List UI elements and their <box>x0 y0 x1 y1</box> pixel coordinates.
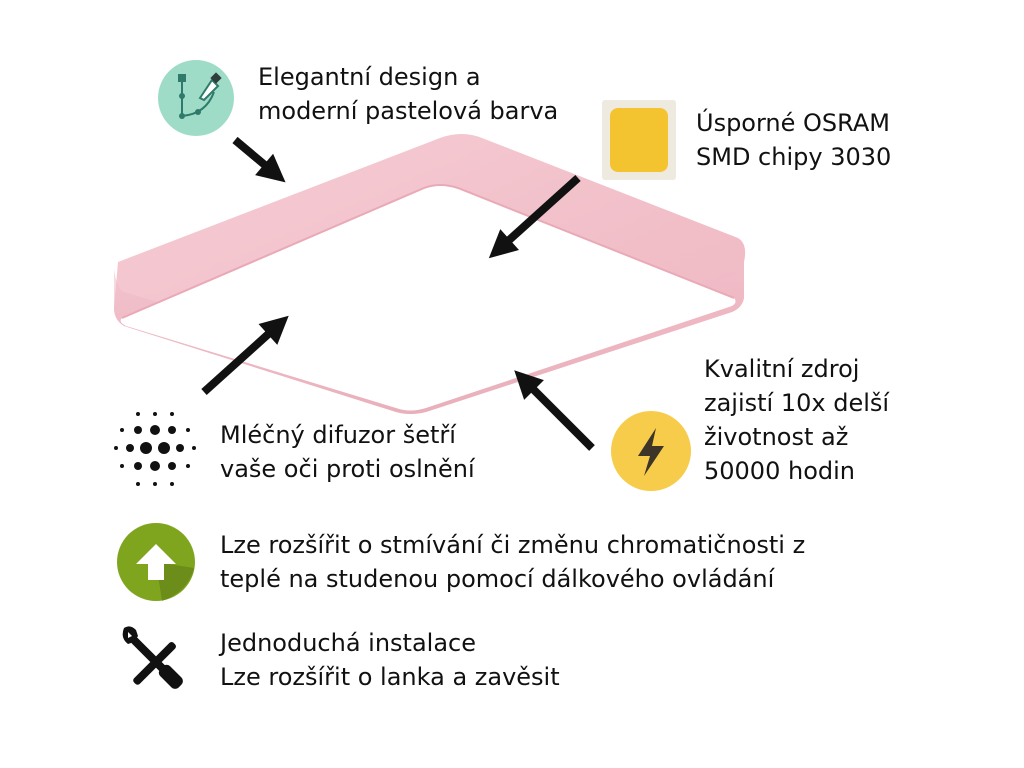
feature-line: SMD chipy 3030 <box>696 143 892 171</box>
feature-line: Úsporné OSRAM <box>696 109 890 137</box>
feature-line: moderní pastelová barva <box>258 97 559 125</box>
lamp-diffuser <box>120 185 736 411</box>
feature-line: Mléčný difuzor šetří <box>220 421 456 449</box>
feature-line: 50000 hodin <box>704 457 855 485</box>
feature-line: životnost až <box>704 423 849 451</box>
design-pen-icon <box>158 60 234 136</box>
dots-pattern-icon <box>114 412 196 486</box>
feature-chips-text: Úsporné OSRAM SMD chipy 3030 <box>696 106 891 174</box>
led-chip-icon <box>602 100 676 180</box>
feature-line: Jednoduchá instalace <box>220 629 476 657</box>
pointer-arrows <box>201 136 595 451</box>
feature-line: Lze rozšířit o lanka a zavěsit <box>220 663 560 691</box>
feature-dimming-text: Lze rozšířit o stmívání či změnu chromat… <box>220 528 805 596</box>
feature-install-text: Jednoduchá instalace Lze rozšířit o lank… <box>220 626 560 694</box>
tools-icon <box>122 626 183 689</box>
feature-line: Kvalitní zdroj <box>704 355 860 383</box>
feature-diffuser-text: Mléčný difuzor šetří vaše oči proti osln… <box>220 418 475 486</box>
feature-line: zajistí 10x delší <box>704 389 890 417</box>
feature-line: Elegantní design a <box>258 63 481 91</box>
lightning-icon <box>611 411 691 491</box>
feature-line: Lze rozšířit o stmívání či změnu chromat… <box>220 531 806 559</box>
feature-power-text: Kvalitní zdroj zajistí 10x delší životno… <box>704 352 889 488</box>
upgrade-arrow-icon <box>117 523 195 601</box>
feature-design-text: Elegantní design a moderní pastelová bar… <box>258 60 558 128</box>
feature-line: teplé na studenou pomocí dálkového ovlád… <box>220 565 775 593</box>
feature-line: vaše oči proti oslnění <box>220 455 475 483</box>
